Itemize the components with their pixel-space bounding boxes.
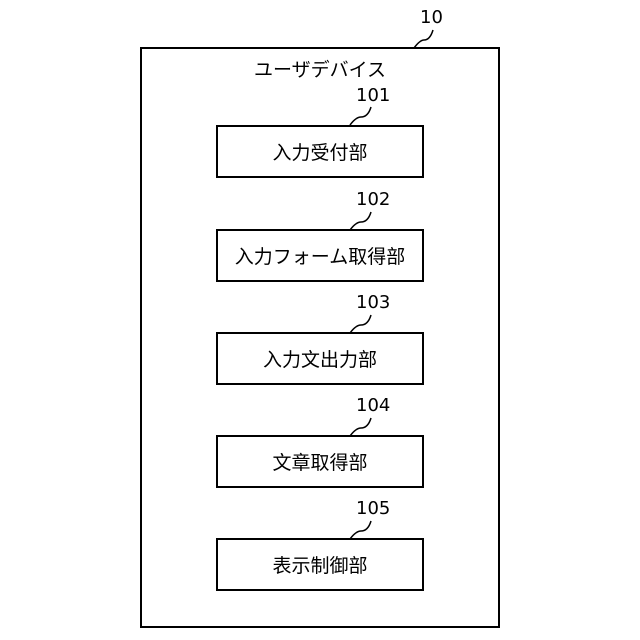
text-acquisition-unit: 文章取得部 — [216, 435, 424, 488]
display-control-unit: 表示制御部 — [216, 538, 424, 591]
unit-ref-103: 103 — [356, 293, 390, 313]
input-text-output-unit: 入力文出力部 — [216, 332, 424, 385]
input-form-acquisition-unit: 入力フォーム取得部 — [216, 229, 424, 282]
device-title: ユーザデバイス — [140, 58, 500, 82]
device-ref-number: 10 — [420, 8, 443, 28]
leader-10 — [414, 30, 433, 48]
unit-ref-102: 102 — [356, 190, 390, 210]
unit-ref-104: 104 — [356, 396, 390, 416]
input-reception-unit: 入力受付部 — [216, 125, 424, 178]
unit-ref-101: 101 — [356, 86, 390, 106]
unit-ref-105: 105 — [356, 499, 390, 519]
